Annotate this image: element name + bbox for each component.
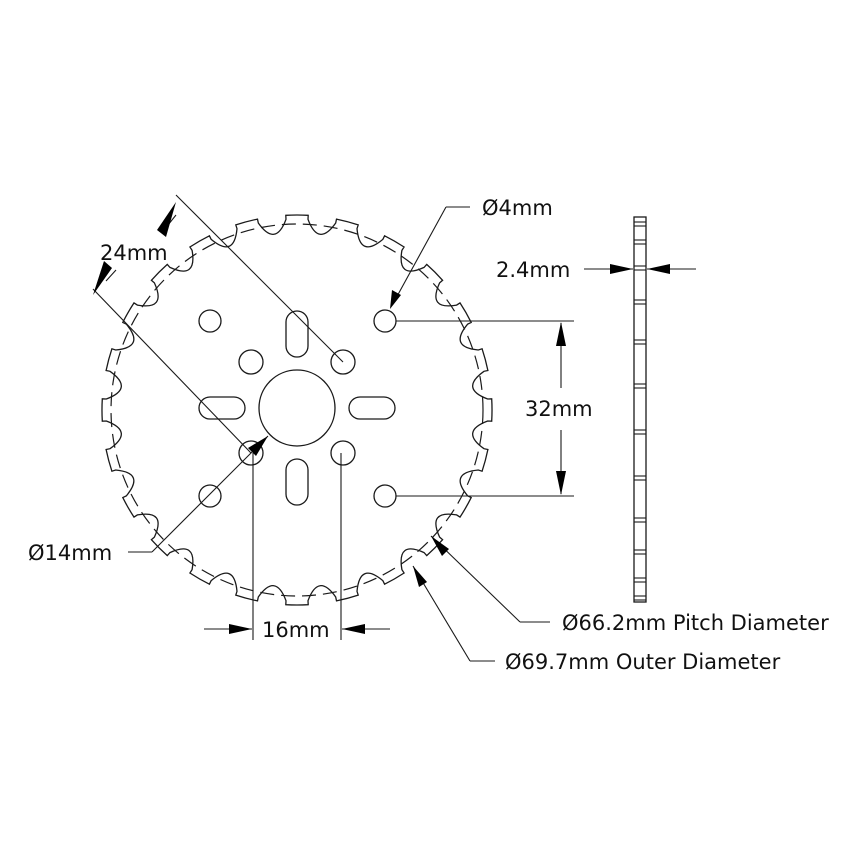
hole-inner-br [330, 440, 356, 466]
sprocket-side-view [633, 216, 647, 603]
label-pitch-diameter: Ø66.2mm Pitch Diameter [562, 611, 829, 635]
label-outer-diameter: Ø69.7mm Outer Diameter [505, 650, 781, 674]
label-14mm: Ø14mm [28, 541, 112, 565]
slot-left [198, 396, 246, 420]
dimension-24mm: 24mm [92, 194, 344, 454]
dimension-pitch-diameter: Ø66.2mm Pitch Diameter [430, 535, 829, 635]
hole-outer-br [373, 484, 397, 508]
hole-inner-bl [238, 440, 264, 466]
hole-outer-bl [198, 484, 222, 508]
hole-outer-tr [373, 309, 397, 333]
label-32mm: 32mm [525, 397, 593, 421]
sprocket-front-view [101, 214, 493, 606]
sprocket-teeth-outline [101, 214, 493, 606]
dimension-14mm: Ø14mm [28, 435, 269, 565]
label-16mm: 16mm [262, 618, 330, 642]
label-24mm: 24mm [100, 241, 168, 265]
label-thickness: 2.4mm [496, 258, 570, 282]
slot-bottom [285, 458, 309, 506]
hole-inner-tr [330, 349, 356, 375]
hole-inner-tl [238, 349, 264, 375]
dimension-4mm: Ø4mm [390, 196, 553, 309]
pitch-circle [110, 223, 484, 597]
center-bore [258, 369, 336, 447]
dimension-32mm: 32mm [396, 320, 593, 497]
slot-top [285, 310, 309, 358]
slot-right [348, 396, 396, 420]
dimension-outer-diameter: Ø69.7mm Outer Diameter [412, 565, 781, 674]
hub-features [198, 309, 397, 508]
dimension-thickness: 2.4mm [496, 258, 696, 282]
dimension-16mm: 16mm [204, 453, 390, 642]
label-4mm: Ø4mm [482, 196, 553, 220]
hole-outer-tl [198, 309, 222, 333]
